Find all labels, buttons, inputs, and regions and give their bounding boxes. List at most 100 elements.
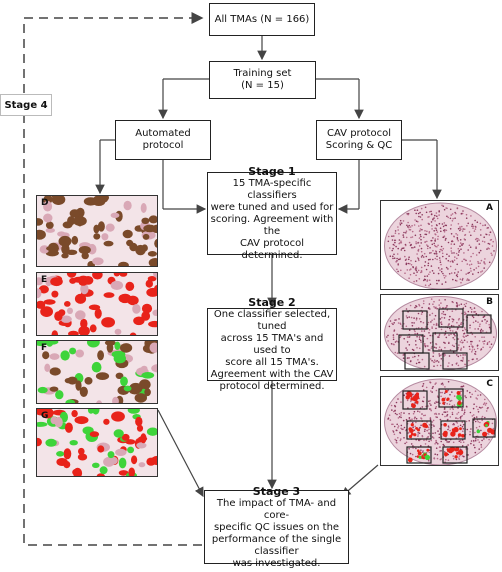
nucleus — [97, 445, 105, 453]
nucleus — [143, 224, 157, 233]
nucleus — [127, 446, 135, 454]
nucleus — [63, 461, 71, 469]
nucleus — [133, 316, 145, 326]
stage4-label: Stage 4 — [0, 94, 52, 116]
roi-box — [406, 446, 432, 464]
nucleus — [121, 433, 130, 441]
stage1-line-3: scoring. Agreement with the — [210, 214, 334, 237]
stage1-line-1: 15 TMA-specific classifiers — [232, 178, 312, 201]
nucleus — [37, 341, 48, 347]
panel-g-label: G — [41, 411, 49, 421]
stage2-line-3: score all 15 TMA's. — [225, 357, 319, 368]
nucleus — [58, 309, 66, 317]
nucleus — [45, 438, 57, 447]
nucleus — [141, 372, 155, 379]
nucleus — [75, 310, 86, 320]
nucleus — [78, 325, 90, 335]
nucleus — [135, 244, 146, 256]
nucleus — [37, 421, 48, 427]
nucleus — [74, 293, 87, 304]
cav-label-2: Scoring & QC — [325, 140, 393, 151]
nucleus — [113, 353, 127, 364]
stage2-title: Stage 2 — [248, 296, 296, 309]
nucleus — [79, 386, 88, 397]
nucleus — [107, 451, 115, 459]
stage1-title: Stage 1 — [248, 165, 296, 178]
nucleus — [123, 385, 132, 392]
roi-box — [438, 308, 464, 328]
nucleus — [112, 396, 119, 403]
nucleus — [37, 437, 42, 447]
nucleus — [110, 212, 120, 218]
nucleus — [46, 341, 54, 347]
nucleus — [40, 409, 54, 419]
automated-label-2: protocol — [142, 140, 184, 151]
nucleus — [69, 277, 77, 284]
nucleus — [92, 462, 100, 468]
nucleus — [37, 277, 44, 286]
nucleus — [145, 279, 153, 288]
box-all-tmas: All TMAs (N = 166) — [209, 3, 315, 36]
panel-c-label: C — [486, 379, 493, 389]
stage3-title: Stage 3 — [252, 484, 301, 498]
nucleus — [71, 410, 78, 418]
nucleus — [49, 353, 60, 360]
arrow-left-panels-to-stage3 — [157, 409, 204, 498]
stage2-line-2: across 15 TMA's and used to — [220, 333, 324, 356]
nucleus — [84, 377, 93, 385]
nucleus — [118, 261, 129, 266]
nucleus — [44, 363, 51, 372]
nucleus — [144, 388, 151, 397]
nucleus — [55, 390, 64, 400]
nucleus — [153, 273, 157, 278]
nucleus — [138, 436, 148, 442]
nucleus — [118, 470, 129, 476]
nucleus — [153, 285, 157, 295]
stage3-line-4: was investigated. — [232, 557, 321, 569]
nucleus — [99, 466, 108, 475]
nucleus — [129, 332, 137, 335]
nucleus — [60, 315, 72, 323]
nucleus — [106, 456, 118, 465]
stage2-line-5: protocol determined. — [219, 381, 325, 392]
nucleus — [50, 277, 63, 287]
nucleus — [83, 197, 98, 206]
box-automated-protocol: Automated protocol — [115, 120, 211, 160]
nucleus — [51, 196, 63, 199]
box-training-set: Training set (N = 15) — [209, 61, 316, 99]
nucleus — [127, 409, 140, 414]
nucleus — [37, 300, 46, 309]
roi-box — [442, 446, 468, 464]
nucleus — [68, 330, 79, 335]
nucleus — [138, 462, 146, 468]
panel-d: D — [36, 195, 158, 267]
nucleus — [78, 447, 85, 455]
roi-box — [402, 390, 428, 410]
roi-box — [404, 352, 430, 370]
nucleus — [63, 448, 72, 460]
nucleus — [48, 242, 59, 254]
nucleus — [115, 448, 127, 456]
nucleus — [135, 416, 143, 427]
roi-box — [472, 418, 496, 438]
panel-e-label: E — [41, 275, 48, 285]
nucleus — [73, 467, 83, 476]
automated-label-1: Automated — [135, 128, 191, 139]
stage1-line-2: were tuned and used for — [210, 202, 334, 213]
nucleus — [122, 229, 133, 239]
panel-f: F — [36, 340, 158, 404]
nucleus — [61, 253, 69, 259]
nucleus — [134, 393, 147, 403]
panel-e-image — [37, 273, 157, 335]
nucleus — [141, 303, 153, 314]
nucleus — [92, 273, 103, 280]
nucleus — [94, 308, 102, 319]
nucleus — [125, 281, 135, 291]
nucleus — [120, 376, 128, 387]
nucleus — [128, 467, 135, 476]
nucleus — [43, 213, 53, 223]
nucleus — [38, 285, 49, 294]
nucleus — [129, 382, 143, 394]
panel-b: B — [380, 294, 499, 371]
nucleus — [45, 221, 54, 229]
